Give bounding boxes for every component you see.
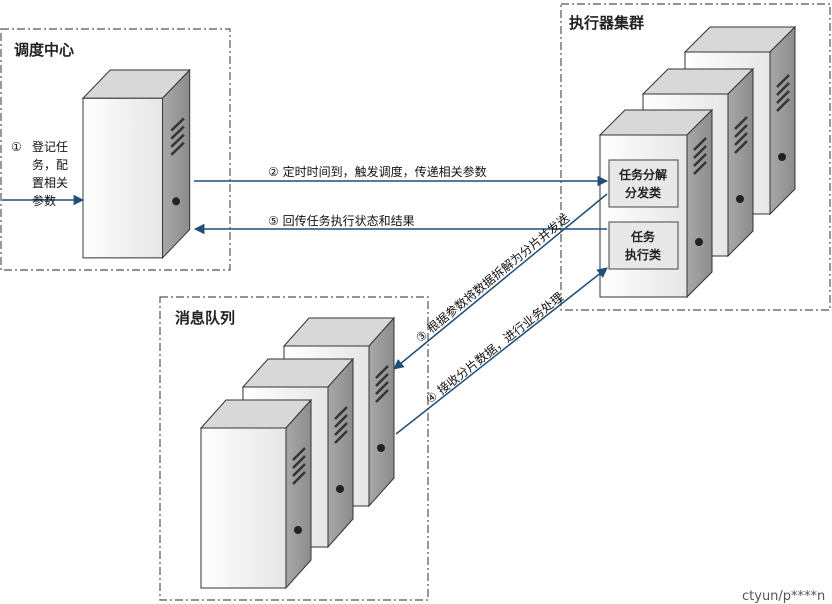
task-split-module [608, 159, 679, 208]
task-split-label-2: 分发类 [625, 185, 662, 200]
register-label-line: 务，配 [32, 157, 68, 172]
executor-cluster-title: 执行器集群 [569, 14, 644, 32]
dispatch-server-icon [81, 68, 191, 260]
trigger-label: ② 定时时间到，触发调度，传递相关参数 [268, 164, 487, 179]
dispatch-center-title: 调度中心 [14, 41, 74, 59]
task-execute-label-2: 执行类 [625, 247, 662, 262]
dispatch-center-group [0, 28, 231, 271]
receive-shard-arrow [395, 267, 608, 435]
register-step-number: ① [11, 140, 22, 154]
task-split-label-1: 任务分解 [618, 167, 667, 182]
register-label-line: 登记任 [32, 139, 68, 154]
executor-cluster-group [560, 3, 831, 311]
message-queue-group [159, 296, 429, 601]
split-send-arrow [393, 193, 608, 370]
register-label-line: 参数 [32, 193, 56, 208]
task-execute-module [608, 221, 679, 270]
split-send-label: ③ 根据参数将数据拆解为分片并发送 [412, 210, 572, 345]
message-queue-title: 消息队列 [175, 309, 235, 327]
receive-shard-label: ④ 接收分片数据，进行业务处理 [423, 289, 566, 406]
watermark: ctyun/p****n [742, 589, 825, 604]
queue-server-icon [199, 398, 313, 590]
task-execute-label-1: 任务 [630, 229, 656, 244]
callback-label: ⑤ 回传任务执行状态和结果 [268, 213, 415, 228]
register-label-line: 置相关 [32, 176, 68, 190]
